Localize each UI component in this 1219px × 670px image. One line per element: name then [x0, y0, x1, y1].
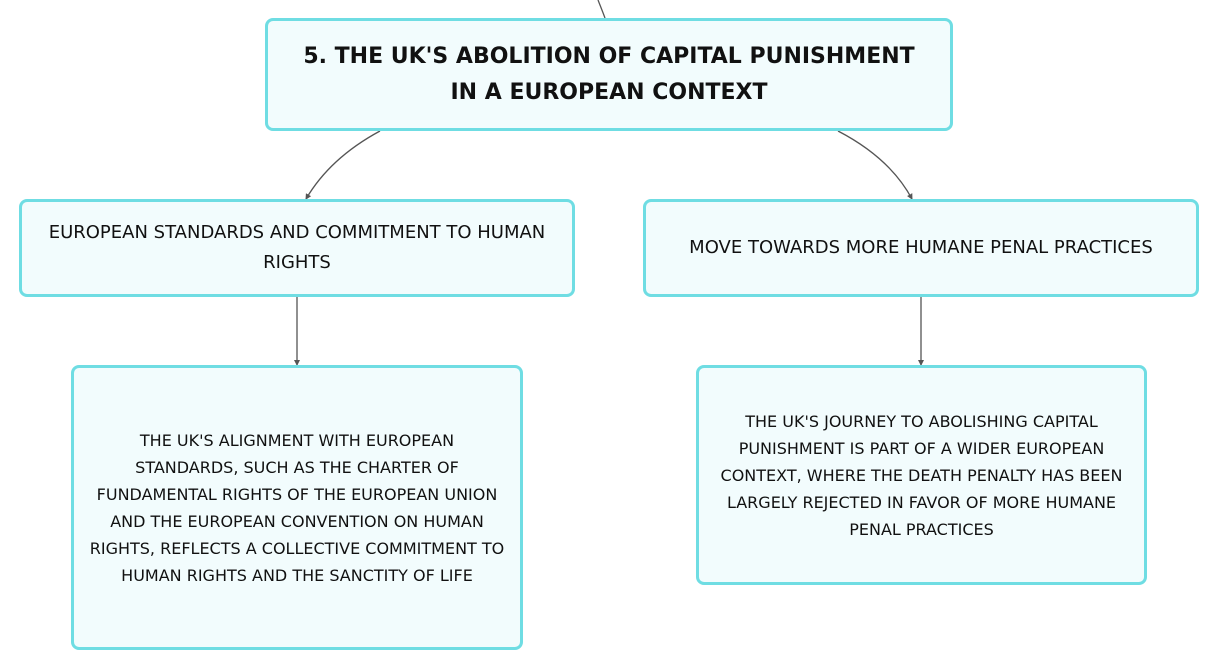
connector-parent-to-root	[597, 0, 606, 19]
branch-label-european-standards: EUROPEAN STANDARDS AND COMMITMENT TO HUM…	[48, 222, 546, 273]
connector-root-to-left-branch	[305, 130, 381, 200]
root-topic-node[interactable]: 5. THE UK'S ABOLITION OF CAPITAL PUNISHM…	[265, 18, 953, 131]
branch-node-humane-penal-practices[interactable]: MOVE TOWARDS MORE HUMANE PENAL PRACTICES	[643, 199, 1199, 297]
root-topic-title: 5. THE UK'S ABOLITION OF CAPITAL PUNISHM…	[303, 43, 915, 105]
connector-root-to-right-branch	[837, 130, 913, 200]
detail-node-european-standards[interactable]: THE UK'S ALIGNMENT WITH EUROPEAN STANDAR…	[71, 365, 523, 650]
detail-text-european-standards: THE UK'S ALIGNMENT WITH EUROPEAN STANDAR…	[89, 430, 505, 585]
detail-node-humane-penal-practices[interactable]: THE UK'S JOURNEY TO ABOLISHING CAPITAL P…	[696, 365, 1147, 585]
branch-node-european-standards[interactable]: EUROPEAN STANDARDS AND COMMITMENT TO HUM…	[19, 199, 575, 297]
branch-label-humane-penal-practices: MOVE TOWARDS MORE HUMANE PENAL PRACTICES	[689, 237, 1153, 258]
detail-text-humane-penal-practices: THE UK'S JOURNEY TO ABOLISHING CAPITAL P…	[720, 411, 1123, 539]
